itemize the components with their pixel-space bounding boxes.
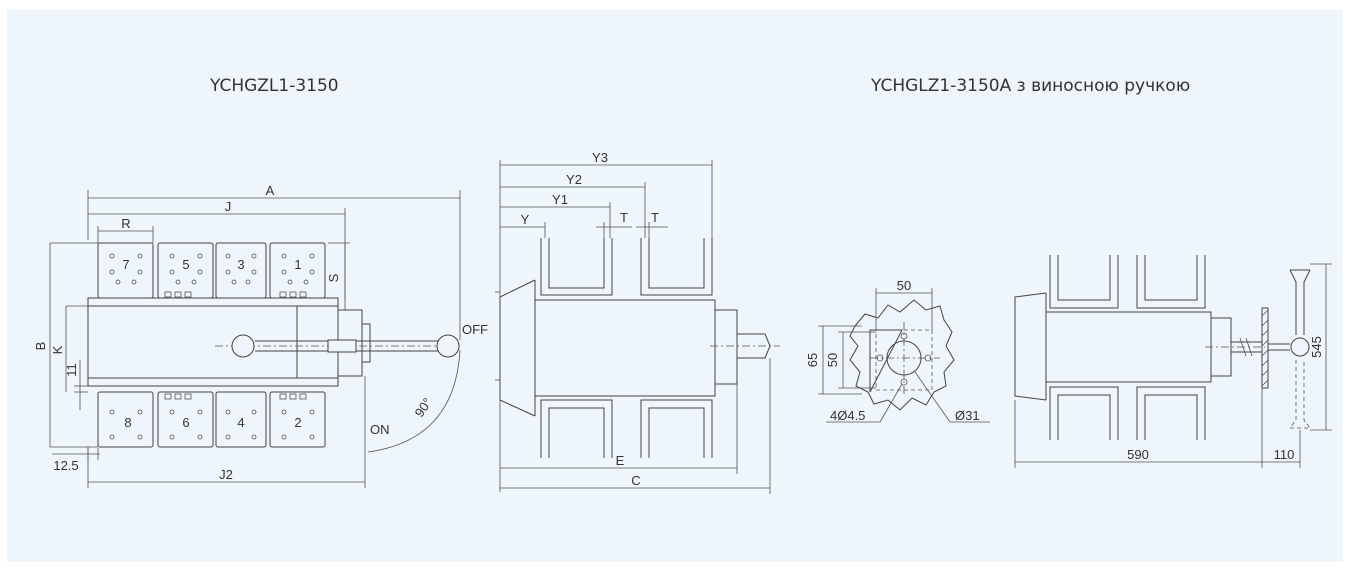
dim-E: E bbox=[616, 453, 625, 468]
label-bore-31: Ø31 bbox=[955, 408, 980, 423]
dim-J: J bbox=[225, 199, 232, 214]
dim-Y1: Y1 bbox=[552, 192, 568, 207]
dim-S: S bbox=[326, 273, 341, 282]
dim-Y: Y bbox=[521, 212, 530, 227]
terminal-2: 2 bbox=[294, 415, 301, 430]
terminal-6: 6 bbox=[182, 415, 189, 430]
label-4-holes: 4Ø4.5 bbox=[830, 408, 865, 423]
dim-50-top: 50 bbox=[897, 278, 911, 293]
dim-11: 11 bbox=[64, 363, 79, 377]
title-left: YCHGZL1-3150 bbox=[210, 76, 339, 96]
dim-J2: J2 bbox=[219, 467, 233, 482]
front-view: 7 5 3 1 bbox=[33, 183, 488, 488]
dim-T-1: T bbox=[620, 210, 628, 225]
remote-handle-view: 590 110 545 bbox=[1014, 255, 1332, 468]
dim-K: K bbox=[50, 345, 65, 354]
dim-B: B bbox=[33, 342, 48, 351]
dim-A: A bbox=[266, 183, 275, 198]
dim-545: 545 bbox=[1309, 336, 1324, 358]
terminal-8: 8 bbox=[124, 415, 131, 430]
terminal-3: 3 bbox=[237, 257, 244, 272]
dim-110: 110 bbox=[1274, 447, 1295, 462]
dim-12-5: 12.5 bbox=[53, 458, 78, 473]
dim-T-2: T bbox=[651, 210, 659, 225]
title-right: YCHGLZ1-3150A з виносною ручкою bbox=[871, 76, 1191, 96]
dim-Y3: Y3 bbox=[592, 150, 608, 165]
label-90-deg: 90° bbox=[412, 395, 436, 420]
top-terminals: 7 5 3 1 bbox=[97, 242, 326, 299]
dim-65: 65 bbox=[805, 353, 820, 367]
bottom-terminals: 8 6 4 2 bbox=[97, 391, 326, 448]
dim-50-left: 50 bbox=[825, 353, 840, 367]
terminal-7: 7 bbox=[122, 257, 129, 272]
side-view: Y3 Y2 Y1 Y T T E C bbox=[495, 150, 780, 494]
dim-R: R bbox=[121, 216, 130, 231]
terminal-1: 1 bbox=[294, 257, 301, 272]
terminal-5: 5 bbox=[182, 257, 189, 272]
panel-cutout-view: 50 65 50 4Ø4.5 Ø31 bbox=[805, 278, 990, 423]
label-on: ON bbox=[370, 422, 390, 437]
dim-Y2: Y2 bbox=[566, 172, 582, 187]
terminal-4: 4 bbox=[237, 415, 244, 430]
label-off: OFF bbox=[462, 322, 488, 337]
dim-C: C bbox=[631, 473, 640, 488]
dim-590: 590 bbox=[1127, 447, 1149, 462]
